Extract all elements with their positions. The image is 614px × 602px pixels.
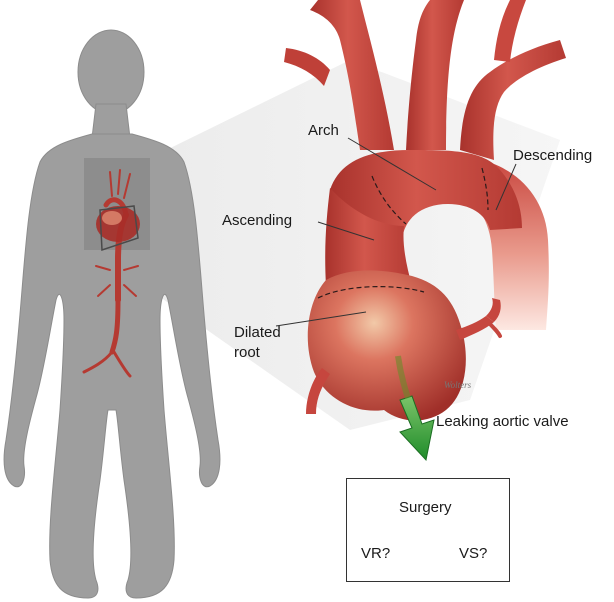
small-heart: [96, 206, 140, 242]
decision-option-vr: VR?: [361, 545, 390, 563]
label-arch: Arch: [308, 122, 339, 140]
artist-signature: Wolters: [444, 380, 472, 390]
label-leaking-valve: Leaking aortic valve: [436, 413, 569, 431]
label-dilated-root-line2: root: [234, 344, 260, 362]
label-descending: Descending: [513, 147, 592, 165]
label-dilated-root-line1: Dilated: [234, 324, 281, 342]
label-ascending: Ascending: [222, 212, 292, 230]
decision-box: Surgery VR? VS?: [346, 478, 510, 582]
decision-option-vs: VS?: [459, 545, 487, 563]
decision-root-surgery: Surgery: [399, 499, 452, 517]
human-silhouette: [4, 30, 220, 598]
